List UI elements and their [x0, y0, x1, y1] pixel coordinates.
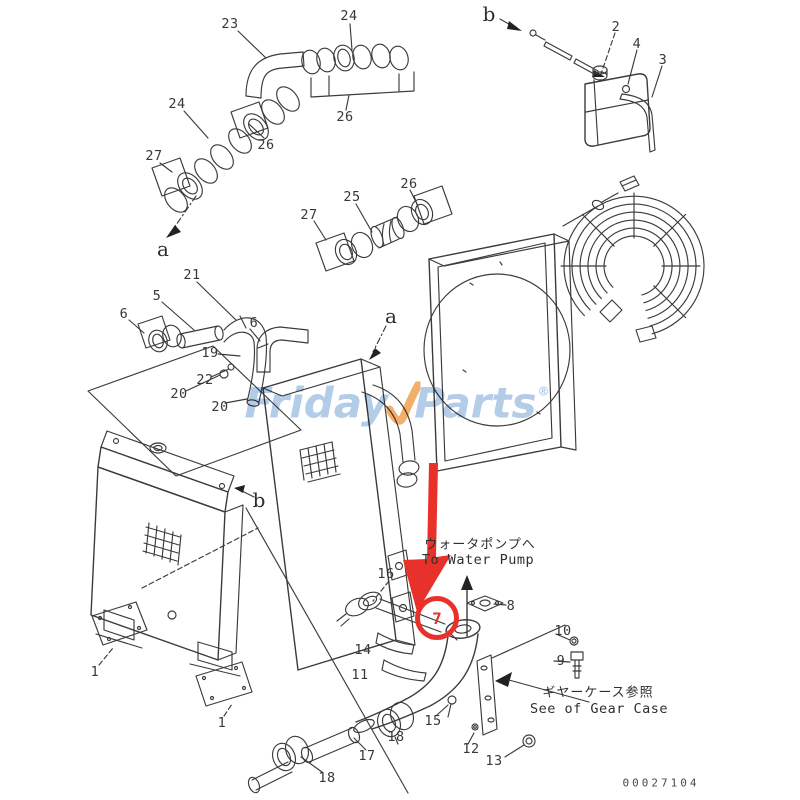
part-label-23: 23: [221, 16, 239, 32]
drawing-number: 00027104: [622, 776, 700, 790]
direction-label-b: b: [252, 488, 266, 512]
part-label-1: 1: [90, 664, 100, 680]
part-label-5: 5: [152, 288, 162, 304]
part-label-3: 3: [658, 52, 668, 68]
part-label-15: 15: [424, 713, 442, 729]
part-label-18: 18: [318, 770, 336, 786]
part-label-26: 26: [336, 109, 354, 125]
part-label-6: 6: [119, 306, 129, 322]
part-label-10: 10: [554, 623, 572, 639]
gear-case-callout-jp: ギヤーケース参照: [542, 685, 654, 701]
part-label-27: 27: [145, 148, 163, 164]
part-label-16: 16: [377, 566, 395, 582]
highlighted-part-number: 7: [432, 608, 442, 628]
part-label-27: 27: [300, 207, 318, 223]
gear-case-callout-en: See of Gear Case: [529, 701, 669, 717]
part-label-9: 9: [556, 653, 566, 669]
mid-hose-group: [313, 185, 453, 272]
part-label-25: 25: [343, 189, 361, 205]
part-label-21: 21: [183, 267, 201, 283]
part-label-19: 19: [201, 345, 219, 361]
part-label-24: 24: [340, 8, 358, 24]
part-label-20: 20: [211, 399, 229, 415]
direction-label-b: b: [482, 2, 496, 26]
water-pump-callout-en: To Water Pump: [421, 552, 535, 568]
part-label-18: 18: [387, 729, 405, 745]
part-label-4: 4: [632, 36, 642, 52]
part-label-24: 24: [168, 96, 186, 112]
reservoir-assembly: [499, 18, 663, 153]
part-label-26: 26: [257, 137, 275, 153]
highlighted-part-circle: 7: [415, 596, 459, 640]
part-label-12: 12: [462, 741, 480, 757]
bottom-pipe-assembly: [245, 507, 590, 794]
part-label-13: 13: [485, 753, 503, 769]
red-highlight-arrow: [403, 463, 451, 612]
part-label-11: 11: [351, 667, 369, 683]
left-radiator: [87, 345, 302, 717]
fan-shroud: [423, 233, 577, 472]
hose-assembly-top-left: [151, 23, 415, 238]
pipe-assembly-left: [128, 281, 269, 407]
part-label-22: 22: [196, 372, 214, 388]
part-label-6: 6: [249, 315, 259, 331]
mid-cooler: [234, 326, 420, 671]
water-pump-callout-jp: ウォータポンプへ: [424, 537, 536, 553]
part-label-20: 20: [170, 386, 188, 402]
direction-label-a: a: [157, 237, 169, 261]
part-label-1: 1: [217, 715, 227, 731]
direction-label-a: a: [385, 304, 397, 328]
direction-a-arrow: [369, 325, 387, 360]
part-label-26: 26: [400, 176, 418, 192]
fan-guard: [560, 175, 705, 343]
part-label-2: 2: [611, 19, 621, 35]
part-label-17: 17: [358, 748, 376, 764]
part-label-14: 14: [354, 642, 372, 658]
part-label-8: 8: [506, 598, 516, 614]
